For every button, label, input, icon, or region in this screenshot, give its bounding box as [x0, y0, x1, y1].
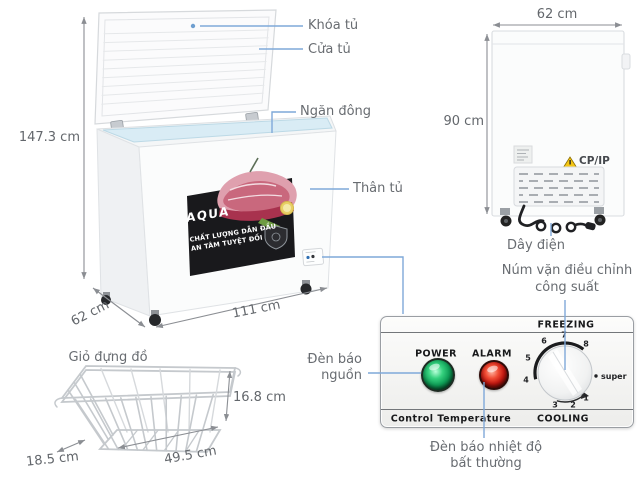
- control-panel: FREEZING Control Temperature COOLING POW…: [380, 316, 634, 428]
- power-lamp-callout-line1: Đèn báo: [307, 352, 362, 367]
- dial-number-7: 7: [561, 330, 567, 340]
- basket-callout: Giỏ đựng đồ: [68, 350, 148, 365]
- super-mark-dot: [594, 374, 598, 378]
- mini-control-panel: [302, 247, 324, 267]
- freezer-back-view: [491, 30, 631, 234]
- quality-badge-icon: [264, 225, 288, 250]
- alarm-label: ALARM: [471, 348, 513, 360]
- freezing-label: FREEZING: [537, 319, 595, 331]
- panel-top-strip: FREEZING: [381, 317, 633, 333]
- temperature-dial: [533, 341, 598, 405]
- back-view-casters: [500, 207, 606, 227]
- freezer-lid: [94, 9, 277, 131]
- dial-number-4: 4: [523, 375, 529, 385]
- power-label: POWER: [415, 348, 457, 360]
- alarm-lamp-callout-line2: bất thường: [450, 456, 522, 471]
- knob-callout-line1: Núm vặn điều chỉnh: [501, 263, 633, 278]
- storage-basket: [54, 365, 242, 453]
- side-width-dim: 62 cm: [536, 7, 578, 22]
- freezer-body: [96, 115, 337, 326]
- dial-number-2: 2: [570, 400, 576, 410]
- dial-number-8: 8: [583, 339, 589, 349]
- alarm-indicator-light: [479, 360, 509, 390]
- super-label: super: [601, 372, 627, 381]
- alarm-lamp-callout-line1: Đèn báo nhiệt độ: [429, 440, 543, 455]
- body-callout: Thân tủ: [353, 181, 403, 196]
- vent-grille: [513, 166, 605, 207]
- power-lamp-callout: Đèn báo nguồn: [286, 352, 362, 384]
- dial-number-3: 3: [552, 400, 558, 410]
- power-indicator-light: [421, 358, 455, 392]
- lock-callout: Khóa tủ: [308, 18, 359, 33]
- dial-number-1: 1: [583, 393, 589, 403]
- control-temperature-label: Control Temperature: [390, 413, 512, 425]
- back-view-hinge: [621, 53, 631, 70]
- panel-bottom-strip: Control Temperature COOLING: [381, 409, 633, 427]
- compressor-label: CP/IP: [579, 155, 610, 167]
- lid-lock-icon: [190, 23, 196, 29]
- power-lamp-callout-line2: nguồn: [321, 368, 362, 383]
- total-height-dim: 147.3 cm: [18, 130, 80, 145]
- dial-number-6: 6: [541, 336, 547, 346]
- knob-callout-line2: công suất: [535, 280, 599, 295]
- door-callout: Cửa tủ: [308, 42, 351, 57]
- basket-height-dim: 16.8 cm: [233, 390, 286, 405]
- alarm-lamp-callout: Đèn báo nhiệt độ bất thường: [396, 440, 576, 472]
- power-cord: [518, 204, 596, 234]
- cord-callout: Dây điện: [507, 238, 565, 253]
- cooling-label: COOLING: [537, 413, 589, 425]
- meat-image: [217, 157, 297, 231]
- compartment-callout: Ngăn đông: [300, 104, 372, 119]
- knob-callout: Núm vặn điều chỉnh công suất: [460, 262, 640, 296]
- dial-number-5: 5: [525, 353, 531, 363]
- side-height-dim: 90 cm: [443, 114, 485, 129]
